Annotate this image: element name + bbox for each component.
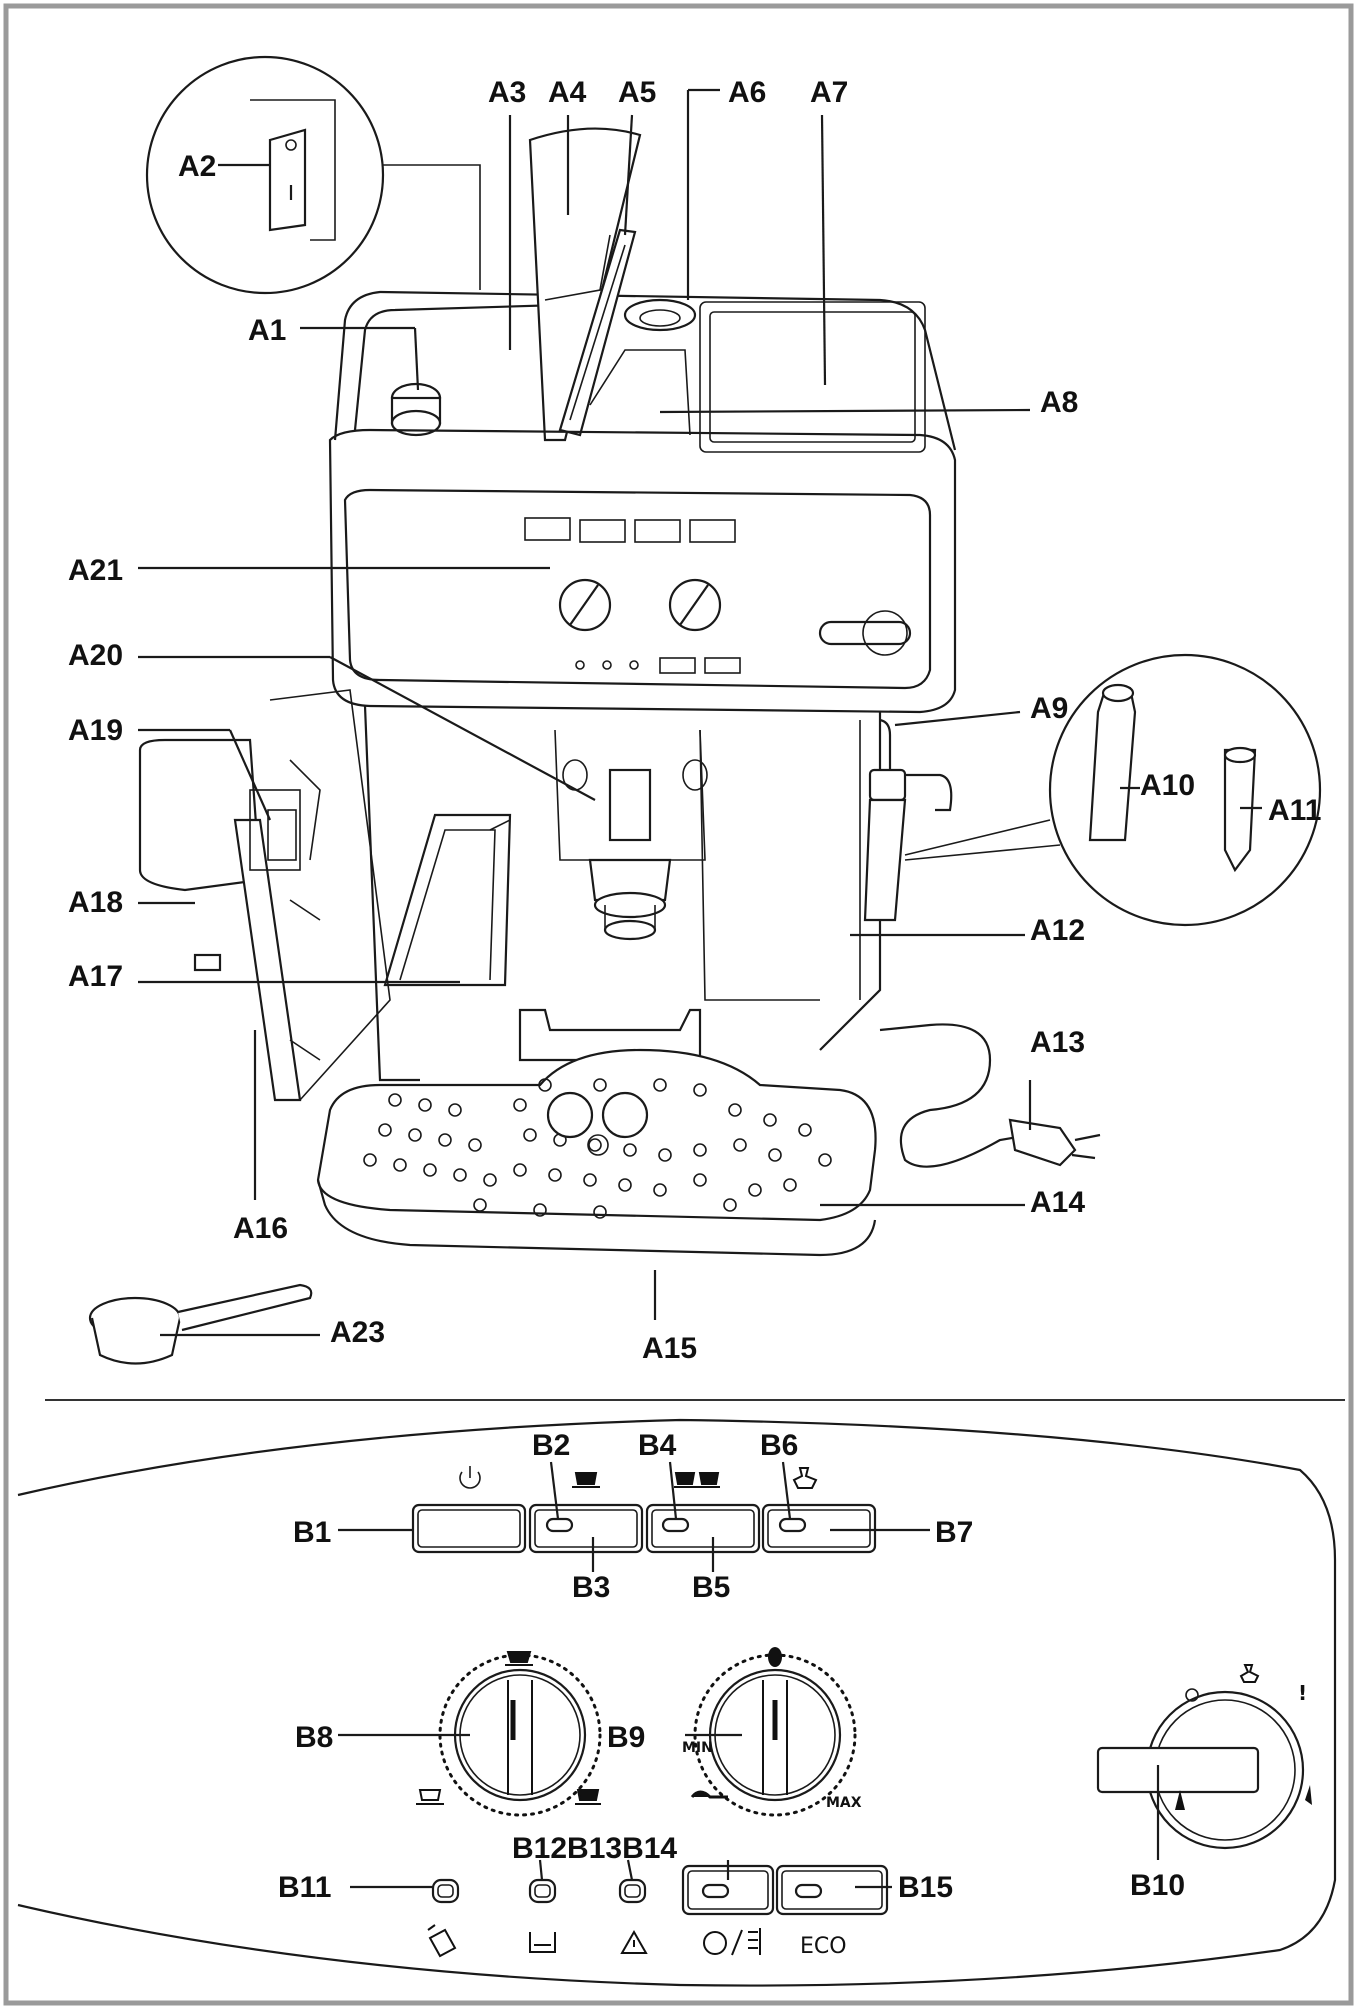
label-b5: B5 xyxy=(692,1571,730,1604)
label-a3: A3 xyxy=(488,76,526,109)
label-a5: A5 xyxy=(618,76,656,109)
label-a16: A16 xyxy=(233,1212,288,1245)
label-b3: B3 xyxy=(572,1571,610,1604)
single-coffee-light xyxy=(545,1517,574,1533)
steam-light xyxy=(778,1517,807,1533)
drip-holes xyxy=(363,1078,832,1219)
svg-text:!: ! xyxy=(1298,1681,1307,1705)
label-a11: A11 xyxy=(1268,794,1321,827)
label-b4: B4 xyxy=(638,1429,677,1462)
eco-text: ECO xyxy=(800,1934,847,1959)
label-a21: A21 xyxy=(68,554,123,587)
water-tank-icon xyxy=(427,1924,457,1958)
steam-icon xyxy=(792,1467,818,1489)
single-coffee-button[interactable] xyxy=(528,1503,644,1554)
leader-lines-a xyxy=(138,88,1262,1337)
label-a8: A8 xyxy=(1040,386,1078,419)
label-b11: B11 xyxy=(278,1871,331,1904)
leader-lines-b xyxy=(338,1461,1160,1889)
label-b9: B9 xyxy=(607,1721,645,1754)
label-a1: A1 xyxy=(248,314,286,347)
coffee-bean-icon xyxy=(768,1647,782,1667)
water-tank-light xyxy=(431,1878,460,1904)
cappuccino-nozzle-inset xyxy=(1048,653,1322,927)
outer-frame xyxy=(3,3,1354,2006)
alarm-light xyxy=(618,1878,647,1904)
label-a20: A20 xyxy=(68,639,123,672)
label-b8: B8 xyxy=(295,1721,333,1754)
label-a4: A4 xyxy=(548,76,587,109)
label-a15: A15 xyxy=(642,1332,697,1365)
full-cup-icon xyxy=(575,1789,601,1805)
label-a9: A9 xyxy=(1030,692,1068,725)
single-cup-icon xyxy=(572,1472,600,1488)
label-a19: A19 xyxy=(68,714,123,747)
power-icon xyxy=(459,1466,481,1489)
label-b7: B7 xyxy=(935,1516,973,1549)
part-labels-a: A1 A2 A3 A4 A5 A6 A7 A8 A9 A10 A11 A12 A… xyxy=(68,76,1321,1365)
steam-dial[interactable] xyxy=(1096,1690,1305,1850)
label-a7: A7 xyxy=(810,76,848,109)
grounds-light xyxy=(528,1878,557,1904)
power-switch-inset xyxy=(145,55,385,295)
steam-button[interactable] xyxy=(761,1503,877,1554)
eco-button[interactable] xyxy=(775,1864,889,1916)
double-cup-icon xyxy=(674,1472,720,1488)
label-a14: A14 xyxy=(1030,1186,1085,1219)
dial-max-label: MAX xyxy=(826,1795,862,1811)
label-a6: A6 xyxy=(728,76,766,109)
label-a17: A17 xyxy=(68,960,123,993)
hot-water-steam-icon xyxy=(1239,1664,1260,1683)
label-a23: A23 xyxy=(330,1316,385,1349)
double-coffee-light xyxy=(661,1517,690,1533)
label-a2: A2 xyxy=(178,150,216,183)
label-a12: A12 xyxy=(1030,914,1085,947)
coffee-machine-illustration xyxy=(88,55,1322,1365)
descale-icon xyxy=(703,1928,761,1956)
label-b10: B10 xyxy=(1130,1869,1185,1902)
grounds-container-icon xyxy=(529,1932,556,1953)
part-labels-b: B1 B2 B3 B4 B5 B6 B7 B8 B9 B10 B11 B12B1… xyxy=(278,1429,1185,1904)
label-b15: B15 xyxy=(898,1871,953,1904)
label-b1: B1 xyxy=(293,1516,331,1549)
label-b2: B2 xyxy=(532,1429,570,1462)
dial-min-label: MIN xyxy=(682,1740,713,1756)
control-panel-detail: MIN MAX ! ECO xyxy=(17,1418,1337,1987)
power-button[interactable] xyxy=(411,1503,527,1554)
scoop-icon xyxy=(690,1790,728,1799)
label-b12-b13-b14: B12B13B14 xyxy=(512,1832,677,1865)
label-a13: A13 xyxy=(1030,1026,1085,1059)
alarm-icon xyxy=(620,1929,648,1954)
label-a18: A18 xyxy=(68,886,123,919)
small-cup-icon xyxy=(416,1789,444,1805)
large-cup-icon xyxy=(505,1651,533,1666)
label-a10: A10 xyxy=(1140,769,1195,802)
label-b6: B6 xyxy=(760,1429,798,1462)
